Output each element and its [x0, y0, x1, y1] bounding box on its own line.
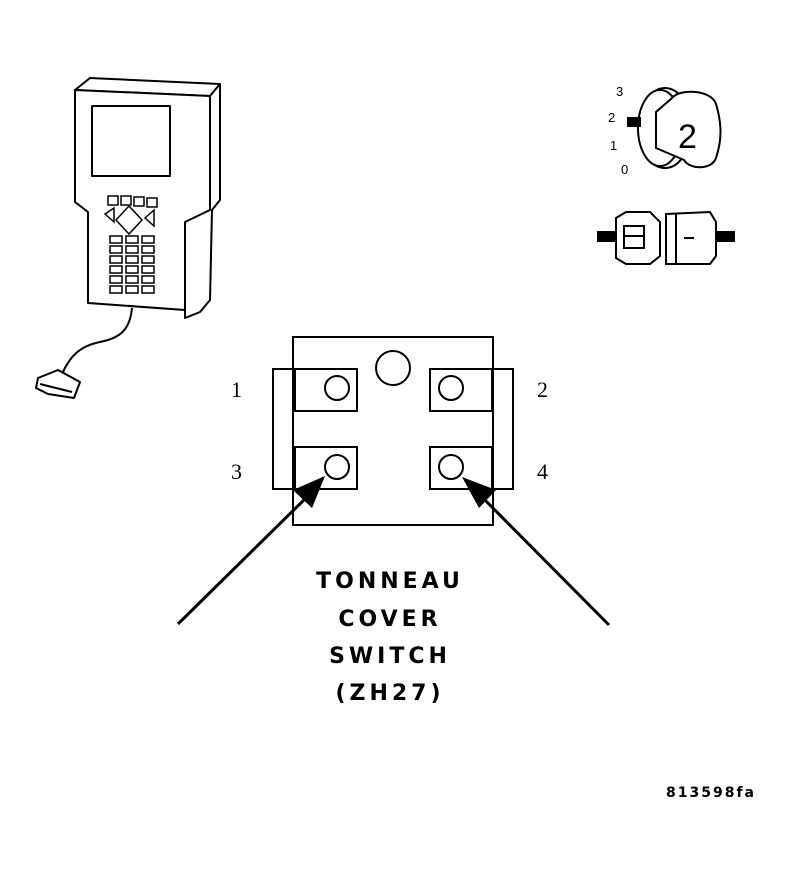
caption-line-2: COVER	[338, 607, 441, 632]
keypad-key	[125, 285, 139, 294]
ignition-key-illustration	[627, 87, 722, 169]
keypad-key	[125, 265, 139, 274]
keypad-key	[141, 265, 155, 274]
keypad-key	[141, 255, 155, 264]
keypad-key	[125, 255, 139, 264]
caption-line-3: SWITCH	[329, 644, 451, 669]
keypad-key	[109, 245, 123, 254]
keypad-key	[141, 275, 155, 284]
keypad-key	[141, 285, 155, 294]
scan-tool-illustration	[35, 77, 221, 399]
pin-2-terminal	[438, 375, 464, 401]
probe-arrow-left	[176, 476, 325, 626]
pin-4-terminal	[438, 454, 464, 480]
pin-3-terminal	[324, 454, 350, 480]
keypad-key	[125, 275, 139, 284]
keypad-key	[125, 235, 139, 244]
key-position-3: 3	[616, 84, 623, 99]
key-position-0: 0	[621, 162, 628, 177]
pin-1-terminal	[324, 375, 350, 401]
keypad-key	[141, 245, 155, 254]
tonneau-switch-connector	[272, 336, 514, 526]
scan-tool-keypad	[103, 195, 158, 294]
keypad-key	[109, 275, 123, 284]
connector-plug-illustration	[597, 210, 735, 265]
keypad-key	[125, 245, 139, 254]
pin-label-2: 2	[537, 377, 548, 402]
keypad-key	[109, 265, 123, 274]
key-position-1: 1	[610, 138, 617, 153]
keypad-key	[109, 255, 123, 264]
pin-label-4: 4	[537, 459, 548, 484]
caption-line-1: TONNEAU	[316, 569, 464, 594]
key-selected-position: 2	[678, 118, 697, 156]
keypad-key	[141, 235, 155, 244]
keypad-key	[109, 235, 123, 244]
probe-arrow-right	[462, 477, 611, 627]
key-position-2: 2	[608, 110, 615, 125]
pin-label-3: 3	[231, 459, 242, 484]
pin-label-1: 1	[231, 377, 242, 402]
caption-line-4: (ZH27)	[335, 681, 444, 706]
keypad-key	[109, 285, 123, 294]
figure-reference-id: 813598fa	[666, 785, 756, 801]
